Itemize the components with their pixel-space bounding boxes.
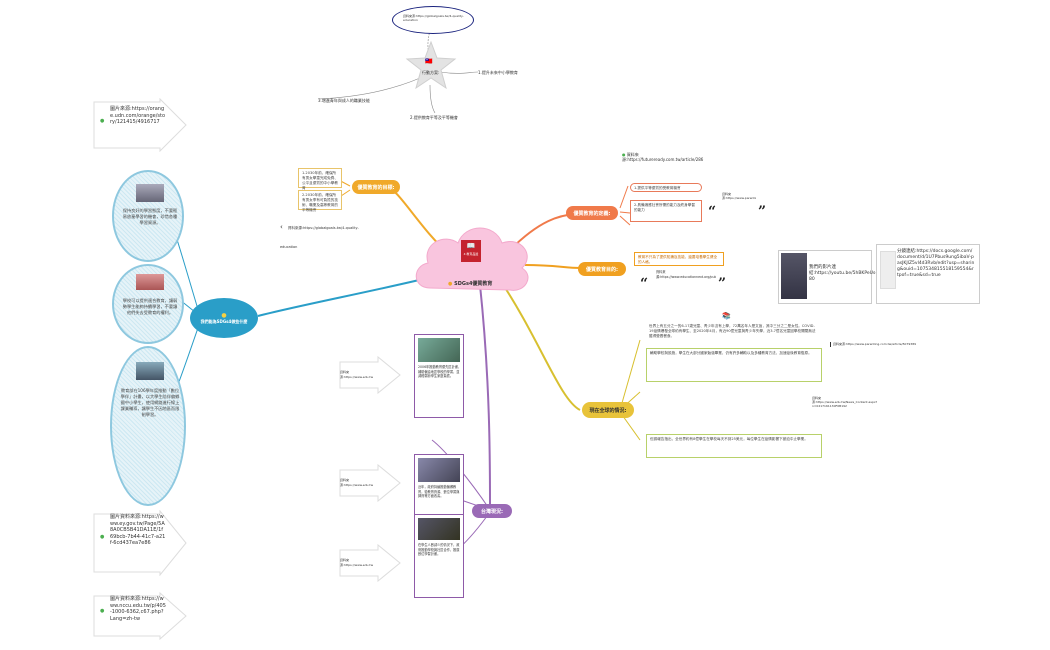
source-arrow-3	[93, 592, 187, 640]
taiwan-arrow-3	[339, 544, 401, 582]
definition-link-text: 資料來源:https://futureready.com.tw/article/…	[622, 152, 704, 162]
source-arrow-1-text: ● 圖片來源:https://orange.udn.com/orange/sto…	[100, 106, 166, 126]
topic-ways[interactable]: ● 我們能為SDGs4做些什麼	[190, 298, 258, 338]
video-thumbnail	[781, 253, 807, 299]
ways-bulb-icon: ●	[221, 311, 227, 319]
goal-note-1: 1.2030年前，確保所有男女學童完成免費、公平且優質的中小學教育	[298, 168, 342, 190]
top-source-text: 資料來源:https://globalgoals.tw/4-quality-ed…	[403, 14, 464, 22]
taiwan-source-3: 資料來源:https://www.edu.tw	[340, 558, 374, 567]
global-text-3: 但據報告指出，全世界約有8億學生在學校每天不到25美元，每位學生在疫情影響下被迫…	[646, 434, 822, 458]
taiwan-arrow-2	[339, 464, 401, 502]
taiwan-panel-3: 在學生人數減少的情況下，政府推動學校與社區合作，推廣數位學習計畫。	[414, 514, 464, 598]
definition-quote-note: 資料來源:https://www.parenting.com.tw/articl…	[722, 192, 756, 200]
circle-text-3: 教育部在106學年度推動「數位學伴」計畫，以大學生陪伴偏鄉國中小學生，使用網路進…	[120, 388, 180, 417]
taiwan-text-3: 在學生人數減少的情況下，政府推動學校與社區合作，推廣數位學習計畫。	[418, 543, 460, 556]
source-3-text: 圖片資料來源:https://www.nccu.edu.tw/p/405-100…	[110, 596, 166, 622]
video-panel[interactable]: 我們的影片連結:https://youtu.be/5hBKPeUs-80	[778, 250, 877, 304]
global-text-2: 輔助學校與設施，學生在大部分國家勉強畢業，仍有許多輔助以及多種教育方法，加速疫後…	[646, 348, 822, 382]
taiwan-panel-1: 2006年推動教育優先區計畫，補助偏遠地區學校的學習，並減輕弱勢學生家庭負擔。	[414, 334, 464, 418]
topic-purpose[interactable]: 優質教育目的:	[578, 262, 626, 276]
taiwan-text-1: 2006年推動教育優先區計畫，補助偏遠地區學校的學習，並減輕弱勢學生家庭負擔。	[418, 365, 462, 378]
taiwan-photo-3	[418, 518, 460, 540]
taiwan-source-1: 資料來源:https://www.edu.tw	[340, 370, 374, 379]
goal-note-2: 2.2030年前，確保所有男女享有可負擔的技術、職業及高等教育的平等機會	[298, 190, 342, 212]
source-2-icon: ●	[100, 534, 105, 540]
goal-source[interactable]: ‹ 資料來源:https://globalgoals.tw/4-quality-…	[280, 214, 372, 252]
taiwan-text-2: 近年，政府持續推動偏鄉教育，從教育資源、數位學習與師資等方面改善。	[418, 485, 460, 498]
source-arrow-1	[93, 98, 187, 152]
central-title[interactable]: ● SDGs4優質教育	[448, 280, 492, 287]
definition-quote-close: ”	[758, 204, 767, 220]
circle-photo-3	[136, 362, 164, 380]
source-3-icon: ●	[100, 608, 105, 614]
definition-quote-open: “	[708, 204, 717, 220]
flag-icon: 🇹🇼	[425, 58, 433, 65]
source-arrow-3-text: ● 圖片資料來源:https://www.nccu.edu.tw/p/405-1…	[100, 596, 166, 622]
definition-link[interactable]: ● 資料來源:https://futureready.com.tw/articl…	[622, 152, 703, 162]
purpose-quote-note: 資料來源:https://www.educationnext.org/publi…	[656, 270, 716, 279]
purpose-quote-close: ”	[718, 276, 727, 292]
source-1-text: 圖片來源:https://orange.udn.com/orange/story…	[110, 106, 166, 125]
book-icon: 📖	[466, 242, 476, 250]
taiwan-arrow-1	[339, 356, 401, 394]
ways-circle-1: 保持良好的學習態度，不要輕易放棄學習的機會，珍惜各種學習資源。	[112, 170, 184, 262]
doc-thumbnail	[880, 251, 896, 289]
logo-caption: 4 教育品質	[463, 252, 479, 256]
central-logo: 📖 4 教育品質	[461, 240, 481, 262]
global-source-2: 資料來源:https://www.edu.tw/News_Content.asp…	[812, 396, 878, 408]
bulb-icon: ●	[448, 281, 453, 287]
goal-source-text: 資料來源:https://globalgoals.tw/4-quality-ed…	[280, 226, 359, 249]
central-title-text: SDGs4優質教育	[454, 281, 493, 287]
star-label: 行動方案:	[422, 70, 440, 75]
ways-label: 我們能為SDGs4做些什麼	[200, 318, 248, 324]
taiwan-photo-1	[418, 338, 460, 362]
video-label: 我們的影片連結:https://youtu.be/5hBKPeUs-80	[809, 265, 877, 282]
source-2-text: 圖片資料來源:https://www.ey.gov.tw/Page/5A8A0C…	[110, 514, 166, 546]
definition-item-2: 2.具備適應社會所需的能力及終身學習的能力	[630, 200, 702, 222]
taiwan-source-2: 資料來源:https://www.edu.tw	[340, 478, 374, 487]
topic-global[interactable]: 現在全球的情況:	[582, 402, 634, 418]
action-3[interactable]: 3.增進青年與成人的職業技能	[318, 98, 370, 103]
purpose-quote-open: “	[640, 276, 649, 292]
circle-photo-1	[136, 184, 164, 202]
topic-goal[interactable]: 優質教育的目標:	[352, 180, 400, 194]
topic-taiwan[interactable]: 台灣現況:	[472, 504, 512, 518]
goal-chevron-icon: ‹	[280, 223, 283, 231]
source-1-icon: ●	[100, 118, 105, 124]
global-text-1: 世界上有五分之一的6-17歲兒童、青少年沒有上學，72萬名年人是文盲，其中三分之…	[646, 322, 822, 344]
ways-circle-3: 教育部在106學年度推動「數位學伴」計畫，以大學生陪伴偏鄉國中小學生，使用網路進…	[110, 346, 186, 506]
definition-link-icon: ●	[622, 152, 626, 157]
action-1[interactable]: 1.提升未來中小學教育	[478, 70, 518, 75]
star-shape	[405, 40, 457, 90]
source-arrow-2-text: ● 圖片資料來源:https://www.ey.gov.tw/Page/5A8A…	[100, 514, 166, 547]
doc-label: 分鏡連結:https://docs.google.com/document/d/…	[897, 249, 975, 278]
circle-text-1: 保持良好的學習態度，不要輕易放棄學習的機會，珍惜各種學習資源。	[122, 208, 178, 225]
taiwan-photo-2	[418, 458, 460, 482]
ways-circle-2: 學校可以提供適合教育，讓弱勢學生能夠持續學習，不要讓他們失去受教育的權利。	[112, 264, 184, 344]
definition-item-1: 1.提供平等優質的受教育機會	[630, 183, 702, 192]
action-2[interactable]: 2.提供教育平等及平等機會	[410, 115, 458, 120]
global-icon: 📚	[722, 312, 731, 320]
topic-definition[interactable]: 優質教育的定義:	[566, 206, 618, 220]
circle-photo-2	[136, 274, 164, 290]
circle-text-2: 學校可以提供適合教育，讓弱勢學生能夠持續學習，不要讓他們失去受教育的權利。	[122, 298, 178, 315]
doc-panel[interactable]: 分鏡連結:https://docs.google.com/document/d/…	[876, 244, 980, 304]
global-source-1: 資料來源:https://www.parenting.com.tw/articl…	[830, 342, 925, 347]
purpose-note: 教育不只為了提供知識及技能，還要培養學生健全的人格。	[634, 252, 724, 266]
top-source-oval[interactable]: 資料來源:https://globalgoals.tw/4-quality-ed…	[392, 6, 474, 34]
source-arrow-2	[93, 510, 187, 576]
